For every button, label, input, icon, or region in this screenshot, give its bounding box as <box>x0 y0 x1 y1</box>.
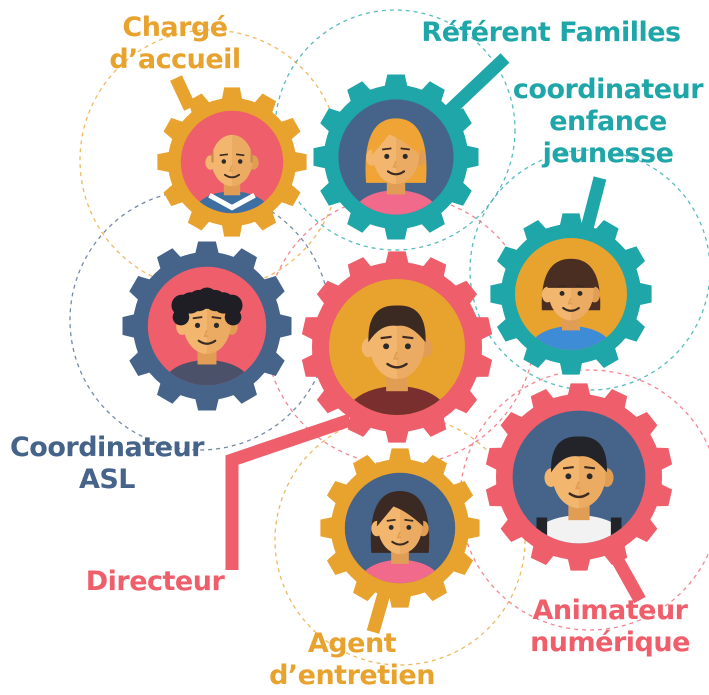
label-agent-entretien: Agent d’entretien <box>262 628 442 692</box>
gear-directeur <box>301 251 493 443</box>
connector-lines <box>170 53 646 634</box>
blonde-woman-avatar-icon <box>349 118 443 215</box>
gear-referent-familles <box>313 74 479 240</box>
label-line: coordinateur <box>512 74 704 105</box>
label-line: numérique <box>530 627 690 658</box>
label-animateur-numerique: Animateur numérique <box>520 595 700 659</box>
bald-man-avatar-icon <box>191 134 273 214</box>
gears-layer <box>122 74 673 608</box>
dashed-circle <box>469 149 709 391</box>
gear-charge-accueil <box>157 87 307 237</box>
girl-avatar-icon <box>526 258 616 350</box>
label-coordinateur-asl: Coordinateur ASL <box>2 432 212 496</box>
label-coordinateur-enfance-jeunesse: coordinateur enfance jeunesse <box>508 74 708 170</box>
label-line: enfance <box>549 106 667 137</box>
connector-line <box>170 75 196 111</box>
young-man-avatar-icon <box>525 436 633 544</box>
connector-line <box>225 413 353 570</box>
label-line: d’accueil <box>109 44 241 75</box>
gear-animateur-numerique <box>485 383 673 571</box>
label-referent-familles: Référent Familles <box>416 17 686 49</box>
label-line: Directeur <box>85 566 225 597</box>
curly-man-avatar-icon <box>159 287 255 386</box>
label-line: Référent Familles <box>421 17 681 48</box>
label-line: jeunesse <box>542 138 674 169</box>
label-line: Animateur <box>532 595 688 626</box>
connector-line <box>366 588 392 634</box>
label-line: Chargé <box>122 12 228 43</box>
label-line: Agent <box>307 628 397 659</box>
gear-coordinateur-enfance-jeunesse <box>490 213 652 375</box>
woman-avatar-icon <box>355 491 445 584</box>
gear-coordinateur-asl <box>122 241 292 411</box>
man-avatar-icon <box>342 305 452 415</box>
connector-line <box>443 53 510 117</box>
gear-agent-entretien <box>320 448 480 608</box>
label-charge-accueil: Chargé d’accueil <box>95 12 255 76</box>
label-directeur: Directeur <box>75 566 235 598</box>
label-line: ASL <box>78 464 136 495</box>
label-line: d’entretien <box>269 660 435 691</box>
label-line: Coordinateur <box>9 432 205 463</box>
